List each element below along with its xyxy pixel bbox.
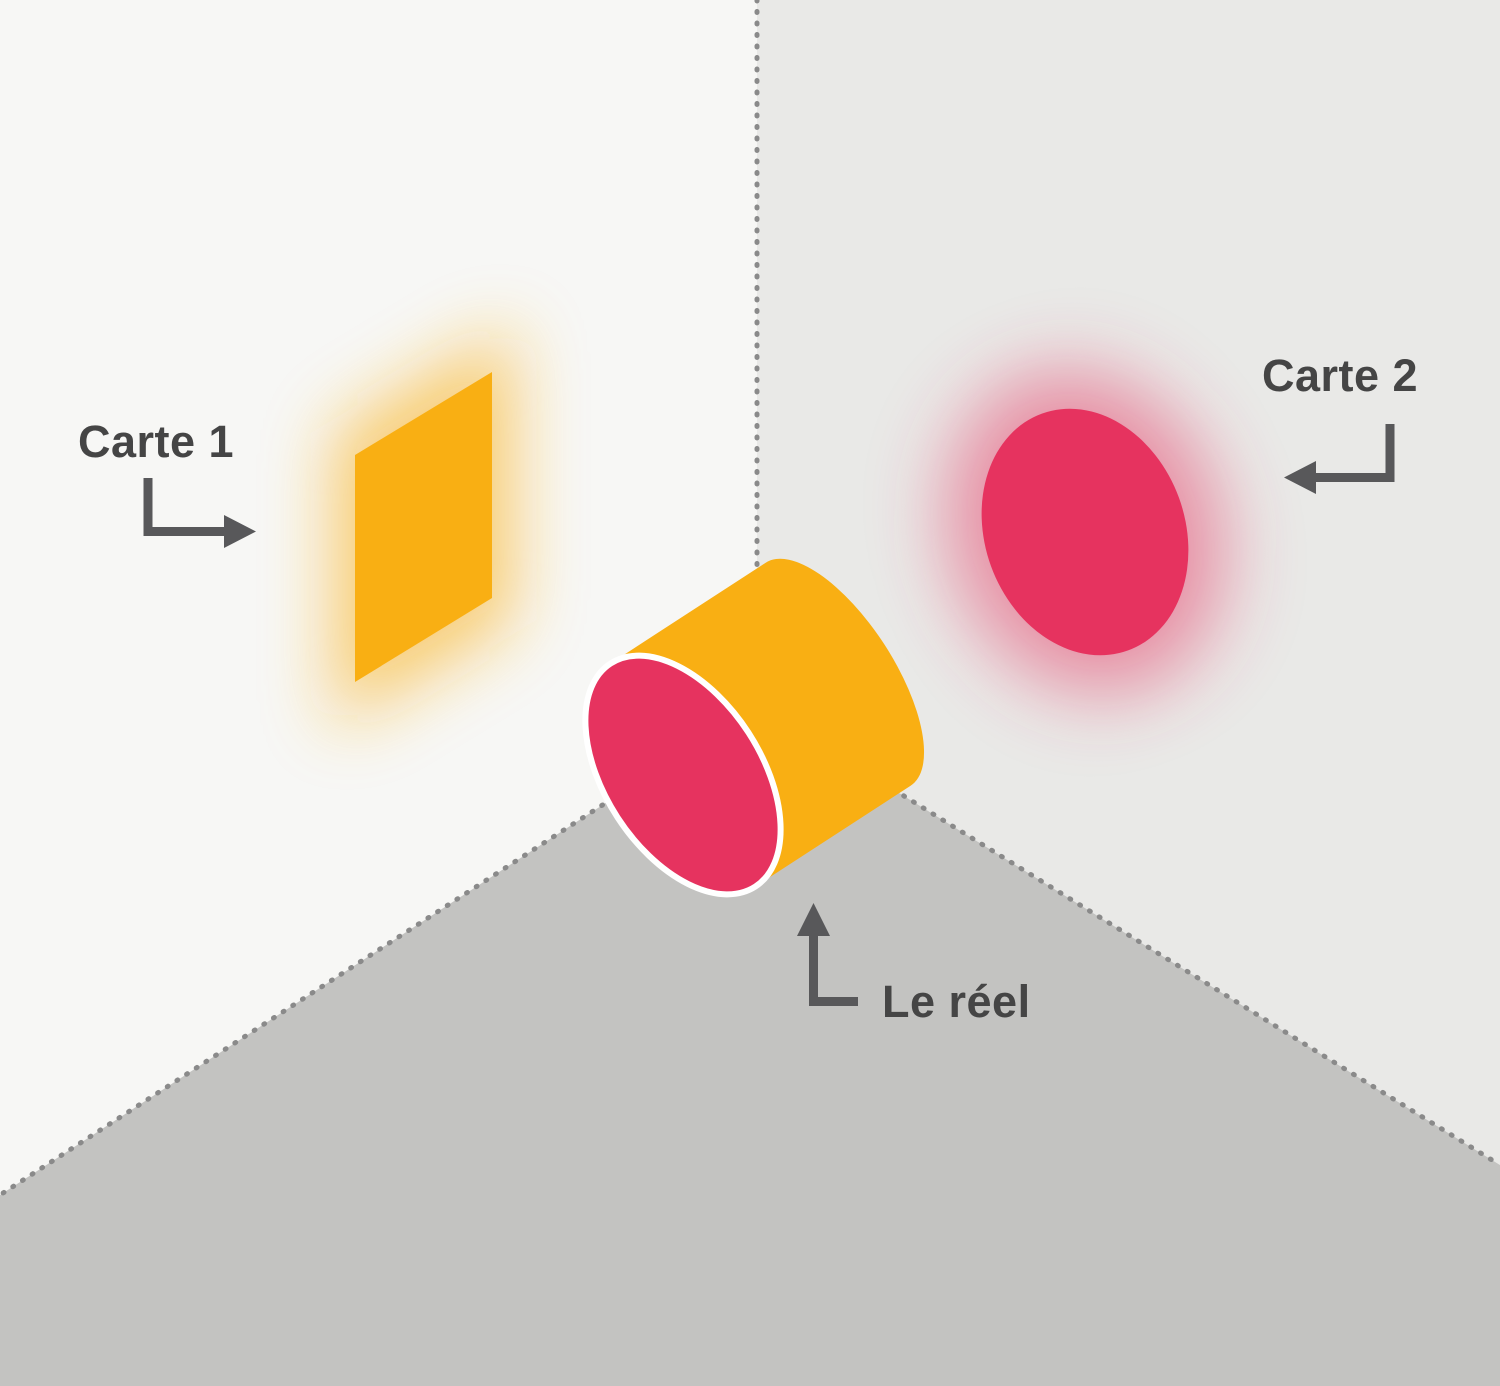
carte-2-label: Carte 2 bbox=[1262, 350, 1419, 401]
le-reel-arrow-icon bbox=[797, 903, 858, 1006]
carte-2-arrow-line bbox=[1314, 424, 1395, 482]
ellipse-projection bbox=[981, 408, 1189, 656]
floor-edge-right-dashed-line bbox=[754, 702, 1500, 1168]
diamond-projection bbox=[355, 372, 492, 682]
le-reel-label: Le réel bbox=[882, 976, 1031, 1027]
carte-1-arrowhead-icon bbox=[224, 515, 256, 548]
le-reel-arrow-line bbox=[809, 932, 858, 1006]
carte-1-label: Carte 1 bbox=[78, 416, 235, 467]
cylinder bbox=[582, 558, 925, 898]
le-reel-arrowhead-icon bbox=[797, 903, 830, 936]
carte-1-arrow-line bbox=[143, 478, 226, 536]
carte-1-arrow-icon bbox=[143, 478, 256, 548]
cylinder-face bbox=[582, 652, 784, 898]
carte-2-arrow-icon bbox=[1284, 424, 1395, 494]
carte-2-arrowhead-icon bbox=[1284, 461, 1316, 494]
floor bbox=[0, 705, 1500, 1386]
